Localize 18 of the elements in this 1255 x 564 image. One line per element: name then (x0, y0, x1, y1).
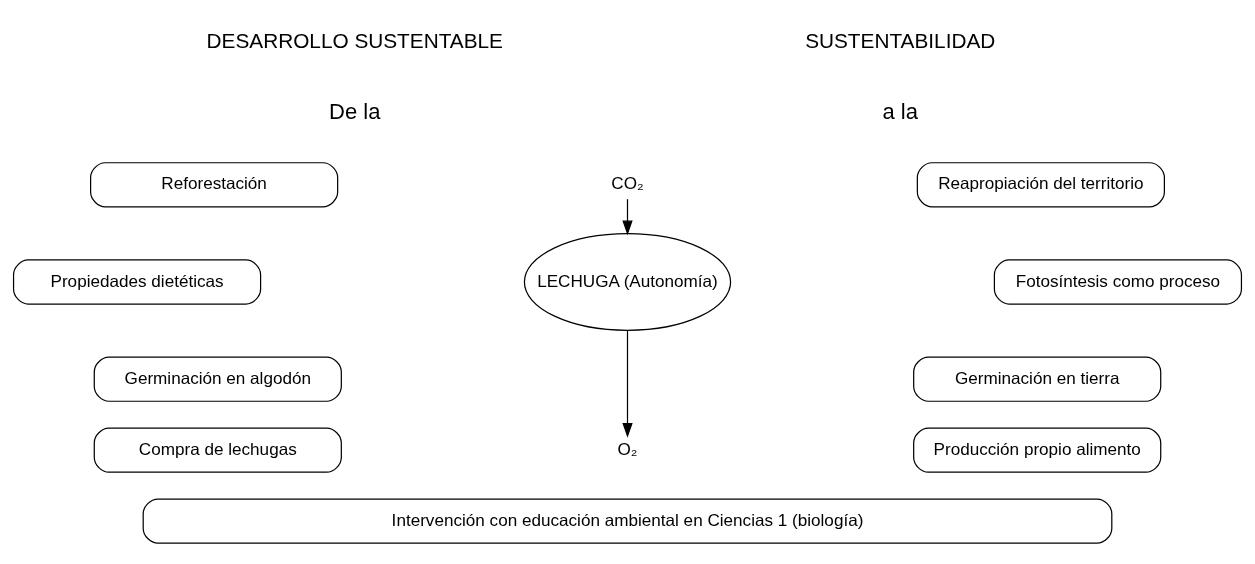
node-ellipse: LECHUGA (Autonomía) (523, 233, 732, 331)
node-text: CO₂ (611, 174, 644, 194)
label: SUSTENTABILIDAD (805, 28, 996, 52)
label: De la (329, 99, 381, 125)
node-text: O₂ (617, 439, 638, 459)
arrow (622, 198, 633, 236)
node-box: Intervención con educación ambiental en Ciencias 1 (biología) (142, 498, 1113, 544)
arrow (622, 330, 633, 438)
node-box: Producción propio alimento (913, 427, 1162, 473)
node-box: Germinación en tierra (913, 356, 1162, 402)
node-box: Fotosíntesis como proceso (993, 259, 1243, 305)
label: a la (882, 99, 918, 125)
node-box: Germinación en algodón (93, 356, 342, 402)
node-box: Reapropiación del territorio (916, 162, 1165, 208)
node-box: Compra de lechugas (93, 427, 342, 473)
node-box: Reforestación (90, 162, 339, 208)
node-box: Propiedades dietéticas (12, 259, 262, 305)
label: DESARROLLO SUSTENTABLE (206, 28, 503, 52)
